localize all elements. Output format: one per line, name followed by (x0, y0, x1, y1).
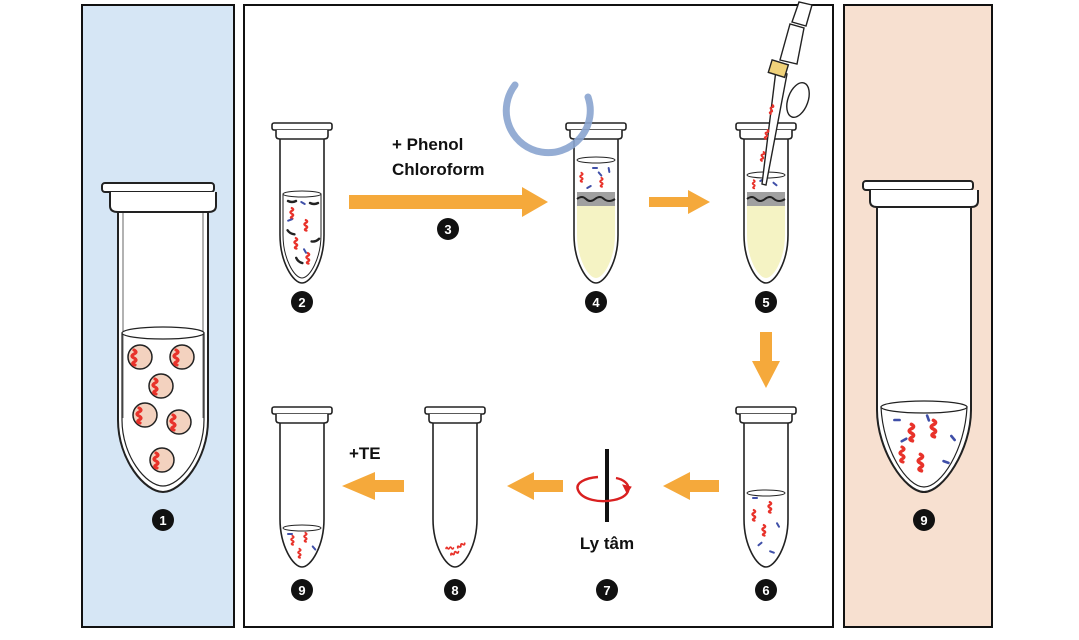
svg-text:8: 8 (451, 583, 458, 598)
step-badge-9-large: 9 (913, 509, 935, 531)
arrow-8-to-9 (342, 472, 404, 500)
tube-2 (271, 122, 333, 284)
svg-text:4: 4 (592, 295, 600, 310)
cell-cluster (127, 344, 195, 473)
arrow-7-to-8 (507, 472, 563, 500)
step-badge-4: 4 (585, 291, 607, 313)
svg-text:3: 3 (444, 222, 451, 237)
phenol-label: + Phenol (392, 135, 463, 154)
arrow-2-to-4 (349, 187, 548, 217)
arrow-5-to-6 (752, 332, 780, 388)
svg-text:9: 9 (298, 583, 305, 598)
tube-9-small (271, 406, 333, 568)
arrow-6-to-7 (663, 472, 719, 500)
step-badge-9-small: 9 (291, 579, 313, 601)
svg-text:9: 9 (920, 513, 927, 528)
centrifuge-symbol (576, 449, 632, 522)
rotor-arc (502, 81, 594, 157)
te-label: +TE (349, 444, 381, 463)
svg-text:5: 5 (762, 295, 769, 310)
centrifuge-label: Ly tâm (580, 534, 634, 553)
svg-text:7: 7 (603, 583, 610, 598)
step-badge-7: 7 (596, 579, 618, 601)
step-badge-3: 3 (437, 218, 459, 240)
svg-text:6: 6 (762, 583, 769, 598)
arrow-4-to-5 (649, 190, 710, 214)
chloroform-label: Chloroform (392, 160, 485, 179)
tube-9-large (862, 180, 979, 494)
svg-text:1: 1 (159, 513, 166, 528)
step-badge-2: 2 (291, 291, 313, 313)
middle-panel (243, 4, 834, 628)
step-badge-8: 8 (444, 579, 466, 601)
tube-5 (735, 1, 813, 284)
step-badge-5: 5 (755, 291, 777, 313)
tube-6 (735, 406, 797, 568)
svg-text:2: 2 (298, 295, 305, 310)
tube-8 (424, 406, 486, 568)
step-badge-1: 1 (152, 509, 174, 531)
step-badge-6: 6 (755, 579, 777, 601)
tube-1 (101, 182, 217, 494)
